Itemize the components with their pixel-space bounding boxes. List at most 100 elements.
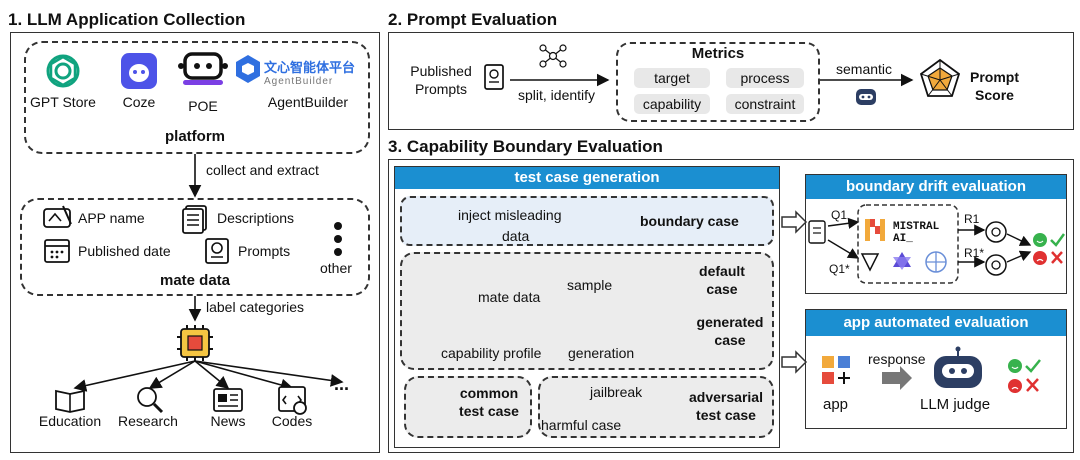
common-case-group — [404, 376, 532, 438]
meta-descriptions: Descriptions — [217, 210, 295, 226]
sad-face-icon-2 — [1008, 379, 1022, 393]
metrics-title: Metrics — [691, 45, 745, 62]
drift-q1-star: Q1* — [829, 262, 850, 276]
llm-judge-label: LLM judge — [920, 396, 991, 413]
adversarial-case-label: adversarial test case — [680, 388, 772, 424]
gpt-store-icon — [46, 54, 80, 88]
category-arrows — [73, 360, 344, 392]
collect-extract-label: collect and extract — [206, 162, 319, 178]
coze-icon — [121, 53, 157, 89]
boundary-doc-icon — [808, 220, 826, 244]
cross-icon — [1051, 251, 1063, 264]
boundary-row — [400, 196, 774, 246]
common-case-line2: test case — [459, 403, 519, 419]
app-name-icon — [43, 205, 72, 228]
response-arrow-icon — [882, 366, 912, 390]
mistral-line1: MISTRAL — [893, 221, 940, 233]
default-case-label: default case — [692, 262, 752, 298]
agentbuilder-logo-text: 文心智能体平台 AgentBuilder — [264, 57, 364, 87]
section2-panel — [388, 32, 1074, 130]
data-label: data — [502, 228, 530, 244]
mate-data-label: mate data — [478, 289, 541, 305]
radar-score-icon — [919, 58, 961, 97]
drift-q1: Q1 — [831, 208, 848, 222]
common-case-label: common test case — [452, 384, 526, 420]
testgen-panel — [394, 166, 780, 448]
common-case-line1: common — [459, 385, 519, 401]
agentbuilder-logo-cn: 文心智能体平台 — [264, 60, 356, 75]
meta-published-date: Published date — [78, 243, 171, 259]
appeval-panel — [805, 309, 1067, 429]
category-news: News — [210, 413, 246, 429]
drift-r1: R1 — [964, 212, 980, 226]
app-icon — [822, 356, 850, 384]
default-case-line2: case — [706, 281, 738, 297]
platform-coze: Coze — [122, 94, 156, 110]
default-case-line1: default — [699, 263, 745, 279]
metric-target: target — [634, 68, 710, 88]
generated-case-line1: generated — [696, 314, 764, 330]
platform-gpt-store: GPT Store — [30, 94, 96, 110]
llm-logo-b-icon — [893, 252, 911, 270]
response-gear-icon-2 — [985, 254, 1007, 276]
adversarial-group — [538, 376, 774, 438]
agentbuilder-logo-en: AgentBuilder — [264, 76, 334, 87]
happy-face-icon-2 — [1008, 359, 1022, 373]
research-icon — [137, 387, 164, 414]
happy-face-icon — [1033, 233, 1047, 247]
category-more: ... — [334, 374, 350, 394]
prompt-score-line2: Score — [975, 87, 1014, 103]
capability-profile-label: capability profile — [441, 345, 542, 361]
boundary-case-label: boundary case — [640, 213, 739, 229]
sad-face-icon — [1033, 251, 1047, 265]
check-icon-2 — [1025, 359, 1041, 373]
prompts-text: Prompts — [414, 81, 468, 97]
hollow-arrow-app — [781, 350, 808, 374]
platform-group — [24, 41, 370, 154]
cross-icon-2 — [1026, 378, 1039, 392]
check-icon — [1050, 233, 1066, 247]
llm-set-box — [857, 204, 959, 284]
meta-app-name: APP name — [78, 210, 145, 226]
classifier-chip-icon — [177, 325, 213, 361]
category-research: Research — [118, 413, 178, 429]
metadata-group — [20, 198, 370, 296]
platform-agentbuilder: AgentBuilder — [267, 94, 349, 110]
category-codes: Codes — [271, 413, 313, 429]
hollow-arrow-drift — [781, 210, 808, 234]
mistral-text: MISTRAL AI_ — [893, 221, 939, 245]
news-icon — [213, 388, 243, 412]
adversarial-case-line1: adversarial — [689, 389, 763, 405]
drift-panel — [805, 174, 1067, 294]
platform-poe: POE — [188, 98, 218, 114]
meta-other: other — [320, 260, 352, 276]
section3-title: 3. Capability Boundary Evaluation — [388, 137, 663, 156]
section3-panel — [388, 159, 1074, 453]
prompt-score-line1: Prompt — [970, 69, 1019, 85]
drift-r1-star: R1* — [964, 246, 985, 260]
split-identify-label: split, identify — [518, 87, 596, 103]
semantic-robot-icon — [856, 89, 876, 105]
app-label: app — [823, 396, 849, 413]
response-label: response — [868, 351, 926, 367]
generated-case-line2: case — [714, 332, 746, 348]
published-date-icon — [44, 239, 70, 263]
section1-panel — [10, 32, 380, 453]
semantic-label: semantic — [836, 61, 893, 77]
generation-label: generation — [568, 345, 635, 361]
metadata-label: mate data — [159, 272, 231, 289]
metric-capability: capability — [634, 94, 710, 114]
jailbreak-label: jailbreak — [590, 384, 643, 400]
mistral-line2: AI_ — [893, 233, 913, 245]
codes-icon — [278, 386, 307, 415]
descriptions-icon — [182, 205, 207, 234]
metrics-group — [616, 42, 820, 122]
inject-label: inject misleading — [458, 207, 562, 223]
appeval-title: app automated evaluation — [806, 310, 1066, 336]
platform-label: platform — [165, 128, 225, 145]
generation-group — [400, 252, 774, 370]
poe-icon — [178, 52, 228, 85]
meta-prompts: Prompts — [238, 243, 291, 259]
prompt-score-label: Prompt Score — [970, 68, 1019, 104]
llm-judge-robot-icon — [934, 346, 982, 388]
